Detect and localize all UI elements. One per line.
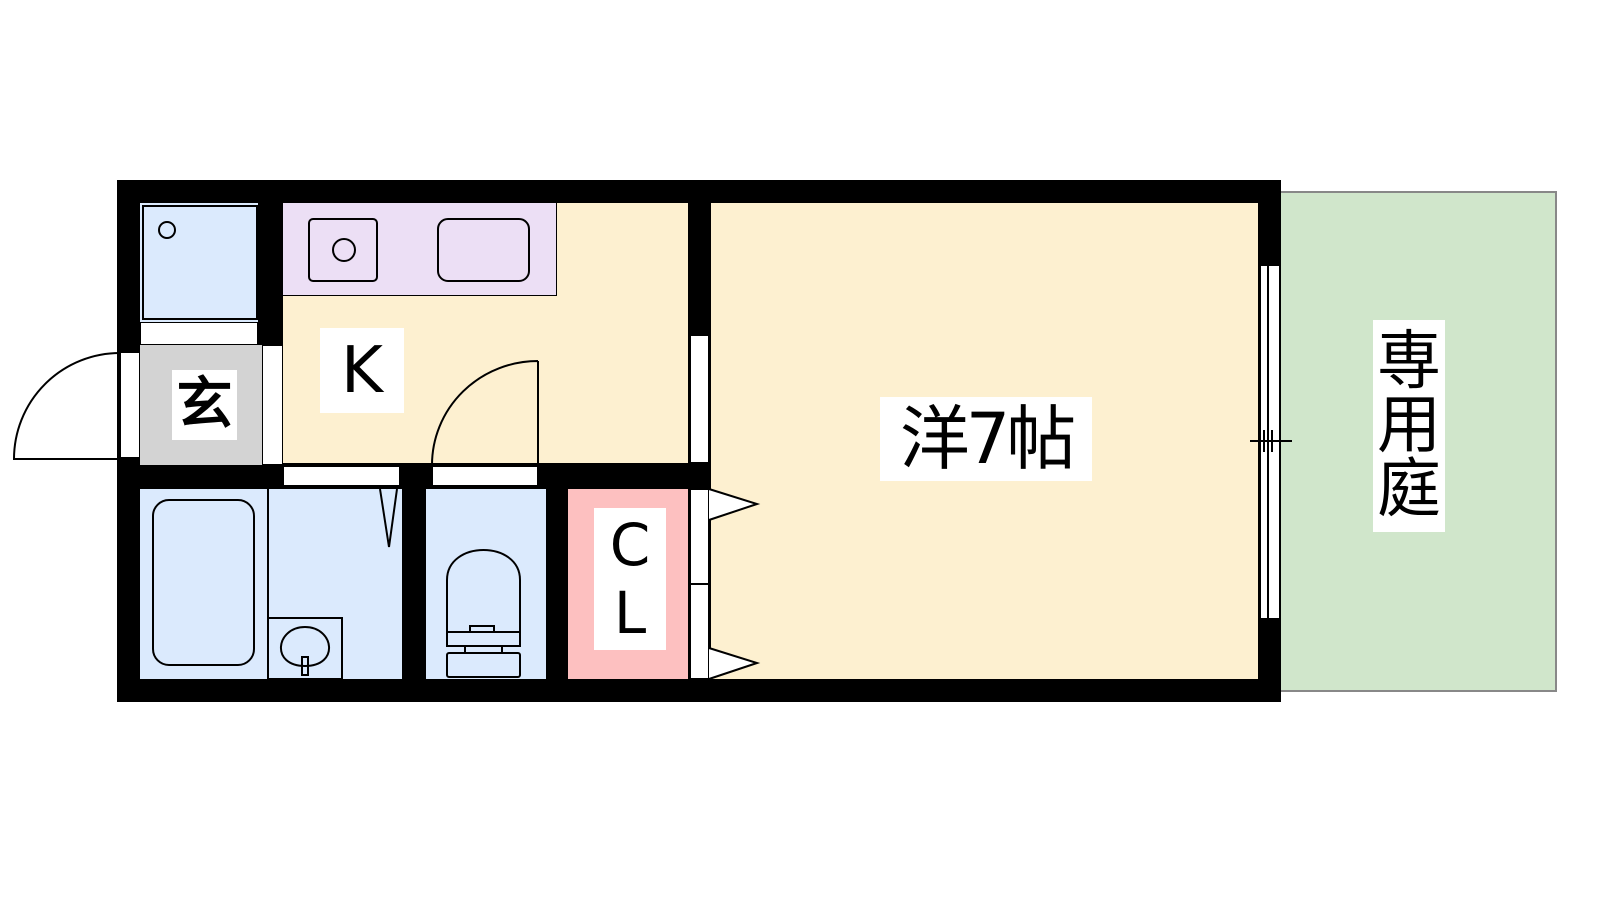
toilet-door-swing [431, 360, 539, 466]
garden-label-3: 庭 [1377, 453, 1441, 527]
entrance-label: 玄 [172, 370, 237, 440]
toilet-bowl [446, 549, 521, 633]
western-room-label: 洋7帖 [880, 397, 1092, 481]
closet-door-upper[interactable] [690, 489, 709, 584]
drain-icon [158, 221, 176, 239]
garden-label: 専 用 庭 [1373, 320, 1445, 532]
entrance-step [262, 345, 283, 465]
bathroom-door [379, 488, 398, 548]
kitchen-label: K [320, 328, 404, 413]
washer-divider [140, 322, 258, 345]
washbasin-cabinet [267, 617, 343, 680]
closet-door-swing-upper [708, 488, 761, 521]
closet-door-lower[interactable] [690, 584, 709, 679]
toilet-tank [446, 652, 521, 678]
front-door-swing [12, 352, 121, 460]
washer-space [140, 203, 258, 322]
closet-door-swing-lower [708, 647, 761, 680]
washer-pan [142, 205, 258, 320]
closet-label: C L [594, 508, 666, 650]
kitchen-sink [437, 218, 530, 282]
closet-label-l: L [613, 579, 647, 647]
bathroom [140, 489, 402, 679]
room-door-panel [690, 335, 709, 463]
toilet-door-frame [432, 466, 538, 486]
burner-icon [332, 238, 356, 262]
closet-label-c: C [609, 511, 651, 579]
garden-label-2: 用 [1377, 389, 1441, 463]
bathtub [152, 499, 255, 666]
washbasin [279, 625, 331, 668]
bathroom-door-frame [283, 466, 400, 486]
garden-label-1: 専 [1377, 325, 1441, 399]
stove [308, 218, 378, 282]
front-door-frame [120, 352, 140, 458]
